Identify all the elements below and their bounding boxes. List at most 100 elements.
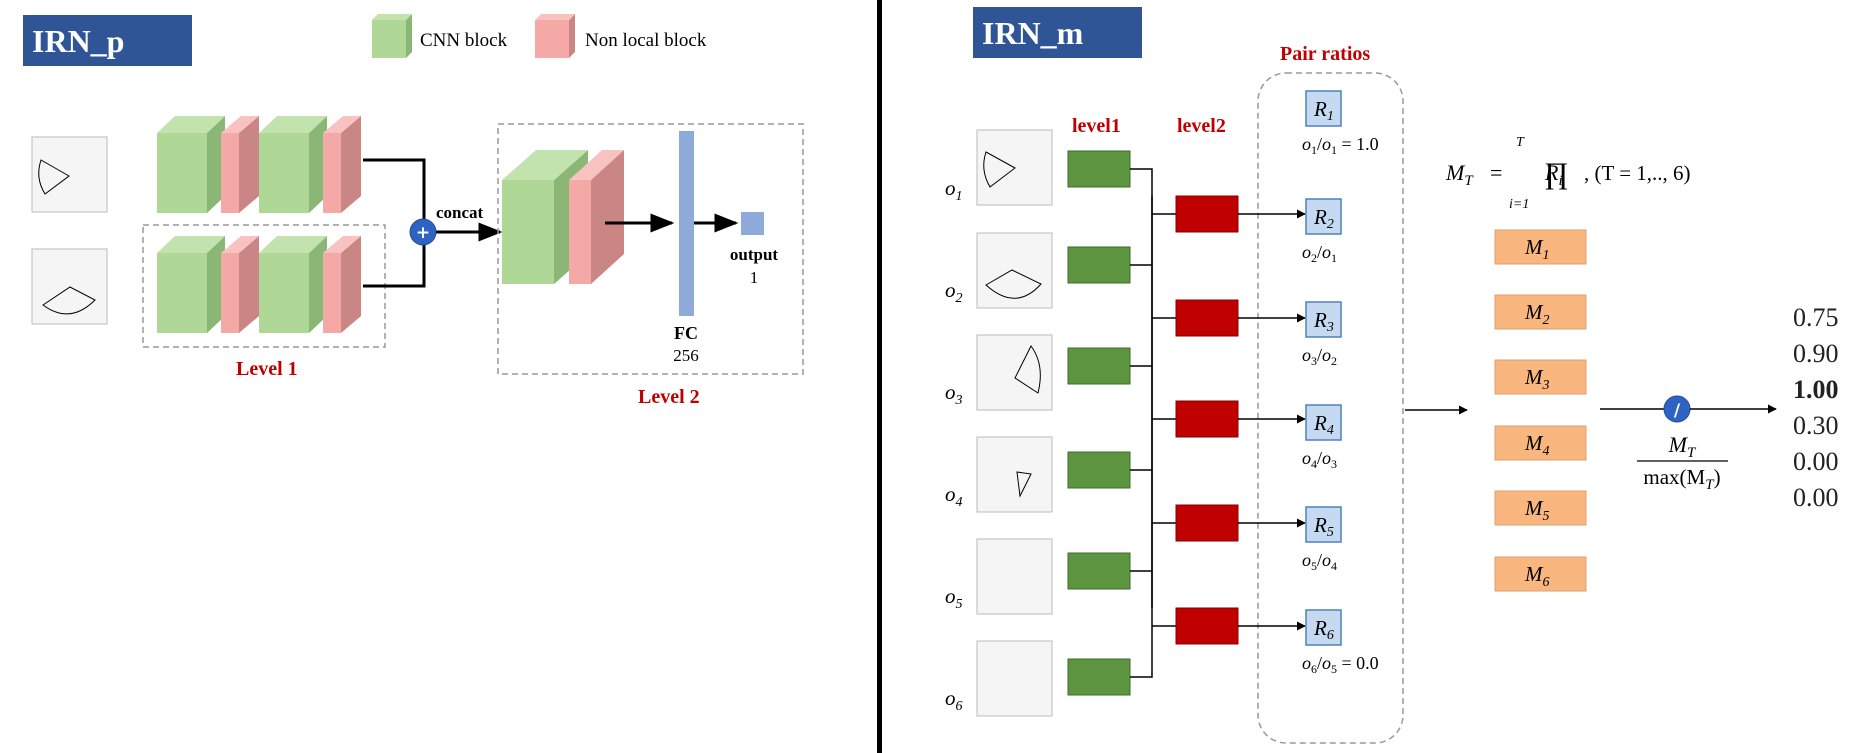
level1-box-1 <box>1067 150 1131 188</box>
level2-box-5 <box>1175 607 1239 645</box>
cnn-block-bottom-2 <box>259 236 327 333</box>
fc-bar <box>679 131 694 316</box>
concat-label: concat <box>436 203 484 222</box>
product-upper-limit: T <box>1516 135 1525 150</box>
cnn-block-top-2 <box>259 116 327 213</box>
level1-box-5 <box>1067 552 1131 590</box>
normalize-fraction: MT max(MT) <box>1637 432 1728 493</box>
output-values: 0.750.901.000.300.000.00 <box>1793 303 1839 512</box>
level1-box-6 <box>1067 658 1131 696</box>
cnn-block-top-1 <box>157 116 225 213</box>
ratio-label-2: o2/o1 <box>1302 242 1337 265</box>
output-value-4: 0.30 <box>1793 411 1839 440</box>
right-input-2 <box>976 232 1053 309</box>
top-branch-line <box>363 158 426 220</box>
pair-ratios-box <box>1257 72 1404 744</box>
irn-m-title-box <box>973 7 1142 58</box>
svg-text:MT: MT <box>1445 160 1474 189</box>
concat-plus-node: + <box>409 218 437 246</box>
output-value-3: 1.00 <box>1793 375 1839 404</box>
output-value-2: 0.90 <box>1793 339 1839 368</box>
ratio-label-3: o3/o2 <box>1302 345 1337 368</box>
m-box-2 <box>1494 294 1587 330</box>
panel-divider <box>877 0 882 753</box>
fc-label: FC <box>674 323 698 343</box>
ratio-box-3 <box>1305 301 1342 338</box>
level1-box-3 <box>1067 347 1131 385</box>
level2-box-4 <box>1175 504 1239 542</box>
right-input-6 <box>976 640 1053 717</box>
nonlocal-block-top-2 <box>323 116 361 213</box>
level1-boxes <box>1067 150 1131 696</box>
m-box-4 <box>1494 425 1587 461</box>
nonlocal-block-top-1 <box>221 116 259 213</box>
ratio-box-5 <box>1305 506 1342 543</box>
level2-caption: Level 2 <box>638 386 700 408</box>
o-label-2: o2 <box>945 278 963 306</box>
pair-ratios-header: Pair ratios <box>1280 43 1370 65</box>
output-value-1: 0.75 <box>1793 303 1839 332</box>
ratio-label-6: o6/o5 = 0.0 <box>1302 653 1379 676</box>
irn-p-title: IRN_p <box>32 23 124 59</box>
m-box-1 <box>1494 229 1587 265</box>
bottom-branch-line <box>363 244 426 288</box>
legend-cnn-swatch <box>372 14 412 58</box>
ratio-box-6 <box>1305 609 1342 646</box>
output-label: output <box>730 245 779 264</box>
left-input-top <box>31 136 108 213</box>
svg-text:max(MT): max(MT) <box>1643 465 1720 493</box>
right-input-5 <box>976 538 1053 615</box>
level2-group-box <box>497 123 804 375</box>
right-input-4 <box>976 436 1053 513</box>
left-input-bottom <box>31 248 108 325</box>
ratio-box-2 <box>1305 198 1342 235</box>
legend-nonlocal-label: Non local block <box>585 30 707 51</box>
legend: CNN block Non local block <box>372 14 707 58</box>
ratio-label-5: o5/o4 <box>1302 550 1337 573</box>
level2-header: level2 <box>1177 115 1226 137</box>
divide-node: / <box>1663 395 1691 423</box>
level1-box-4 <box>1067 451 1131 489</box>
cnn-block-bottom-1 <box>157 236 225 333</box>
level2-boxes <box>1175 195 1239 645</box>
legend-nonlocal-swatch <box>535 14 575 58</box>
svg-text:Ri: Ri <box>1544 160 1563 189</box>
product-symbol: ∏ <box>1544 157 1569 190</box>
output-value-5: 0.00 <box>1793 447 1839 476</box>
o-label-4: o4 <box>945 482 963 510</box>
level1-caption: Level 1 <box>236 358 298 380</box>
o-label-3: o3 <box>945 380 963 408</box>
level-connectors <box>1130 168 1176 678</box>
svg-text:+: + <box>416 223 430 243</box>
svg-text:=: = <box>1490 160 1502 185</box>
output-value: 1 <box>750 268 759 287</box>
level1-header: level1 <box>1072 115 1121 137</box>
product-formula: MT = T ∏ i=1 Ri , (T = 1,.., 6) <box>1445 135 1691 212</box>
fc-value: 256 <box>673 346 699 365</box>
left-level1-blocks <box>157 116 361 333</box>
m-box-6 <box>1494 556 1587 592</box>
svg-text:, (T = 1,.., 6): , (T = 1,.., 6) <box>1584 161 1691 185</box>
nonlocal-block-bottom-2 <box>323 236 361 333</box>
o-label-5: o5 <box>945 584 963 612</box>
output-node <box>741 212 764 235</box>
m-box-5 <box>1494 490 1587 526</box>
level1-box-2 <box>1067 246 1131 284</box>
level2-nonlocal-block <box>569 150 624 284</box>
level2-box-1 <box>1175 195 1239 233</box>
product-lower-limit: i=1 <box>1509 197 1529 212</box>
m-box-3 <box>1494 359 1587 395</box>
irn-m-title: IRN_m <box>982 15 1084 51</box>
ratio-label-1: o1/o1 = 1.0 <box>1302 134 1379 157</box>
right-input-1 <box>976 129 1053 206</box>
svg-text:MT: MT <box>1668 432 1697 461</box>
right-input-3 <box>976 334 1053 411</box>
level2-box-3 <box>1175 400 1239 438</box>
ratio-label-4: o4/o3 <box>1302 448 1337 471</box>
level2-box-2 <box>1175 299 1239 337</box>
